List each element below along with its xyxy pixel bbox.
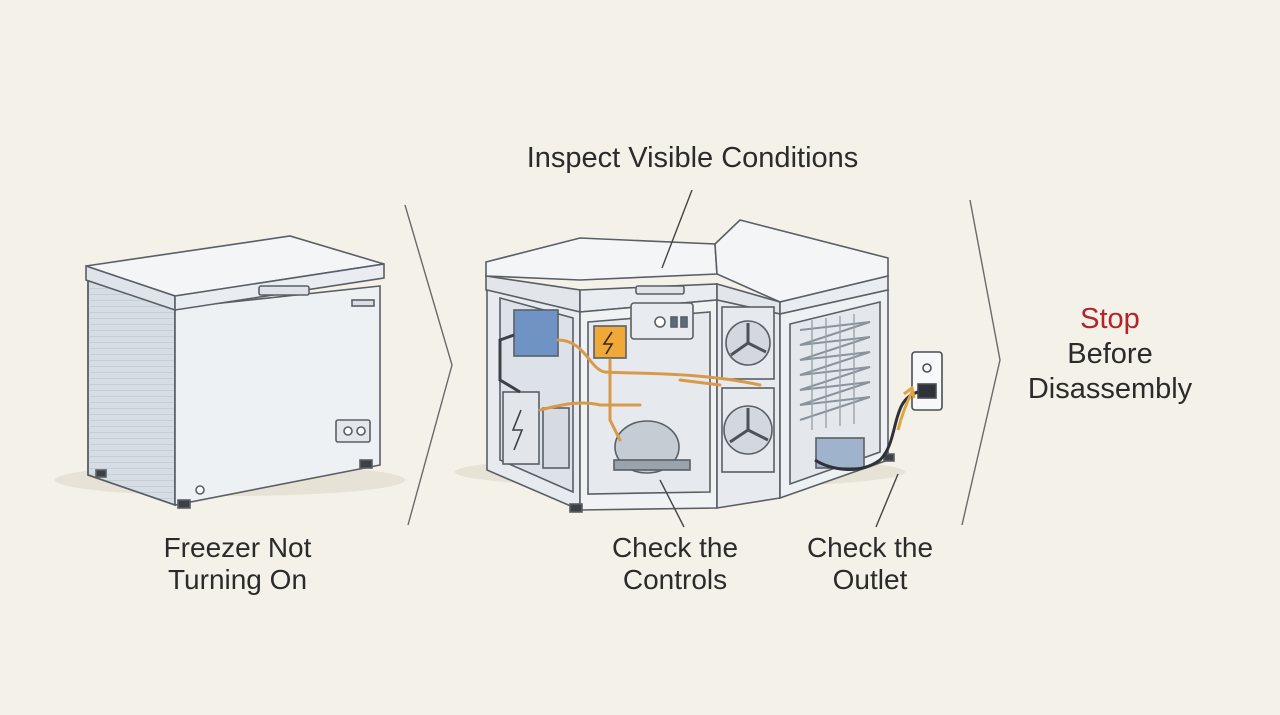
controls-label-line1: Check the [611, 532, 739, 563]
flow-arrow-2 [961, 199, 1001, 526]
stop-word: Stop [1080, 303, 1140, 335]
outlet-label-line2: Outlet [832, 564, 908, 595]
freezer-not-turning-on-label: Freezer Not Turning On [130, 532, 345, 596]
check-outlet-label: Check the Outlet [785, 532, 955, 596]
inspect-label-text: Inspect Visible Conditions [526, 142, 859, 174]
outlet-label-line1: Check the [806, 532, 934, 563]
open-freezer-cutaway-icon [455, 219, 905, 513]
controls-label-line2: Controls [622, 564, 728, 595]
stop-label-line2: Before [1067, 338, 1153, 370]
wall-outlet-icon [814, 351, 943, 471]
chest-freezer-icon [55, 235, 405, 509]
check-controls-label: Check the Controls [590, 532, 760, 596]
stop-before-disassembly-label: Stop Before Disassembly [1010, 302, 1210, 407]
freezer-label-line2: Turning On [167, 564, 308, 595]
inspect-visible-conditions-label: Inspect Visible Conditions [500, 142, 885, 174]
leader-inspect [661, 189, 693, 269]
leader-controls [659, 479, 685, 528]
leader-outlet [875, 473, 899, 528]
stop-label-line3: Disassembly [1027, 373, 1193, 405]
flow-arrow-1 [404, 204, 453, 526]
freezer-label-line1: Freezer Not [163, 532, 312, 563]
